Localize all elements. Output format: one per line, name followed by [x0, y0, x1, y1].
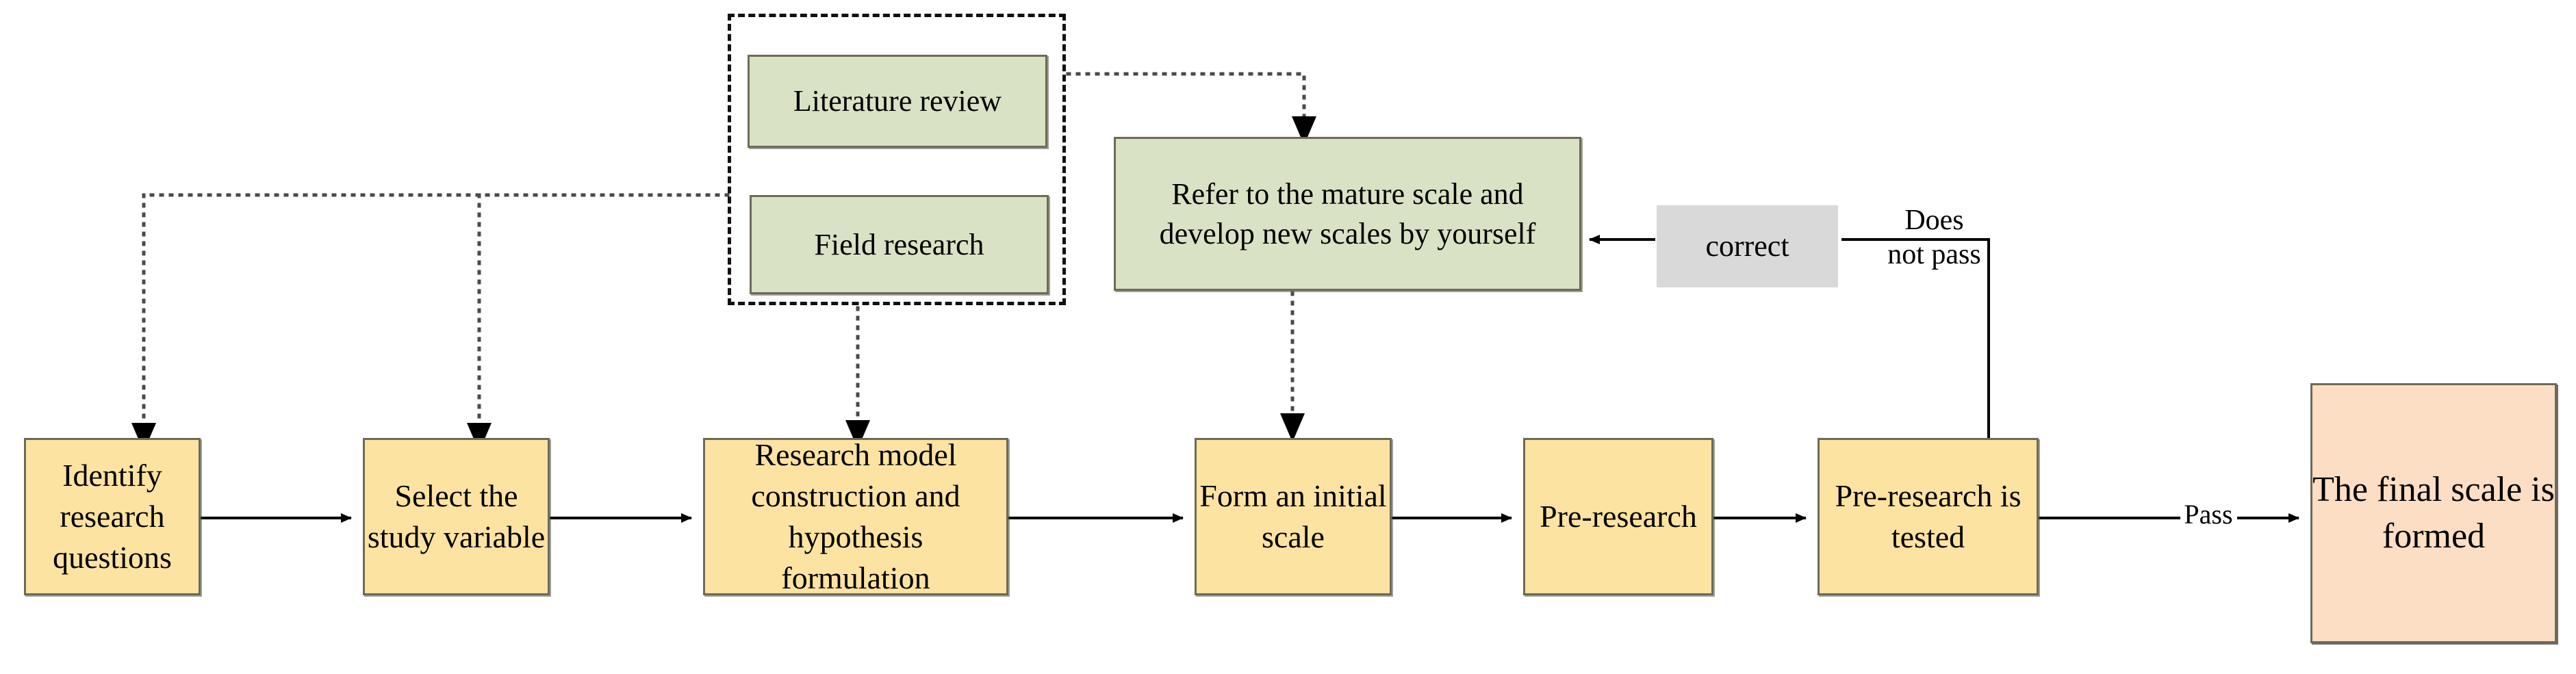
node-select-study-variable-label: Select the study variable	[367, 478, 546, 554]
node-refer-mature-scale[interactable]: Refer to the mature scale and develop ne…	[1114, 137, 1581, 291]
node-literature-review-label: Literature review	[793, 84, 1002, 118]
node-refer-mature-scale-label: Refer to the mature scale and develop ne…	[1159, 177, 1536, 250]
node-research-model-label: Research model construction and hypothes…	[751, 437, 960, 595]
node-form-initial-scale-label: Form an initial scale	[1199, 478, 1387, 554]
edge-label-does-not-pass: Does not pass	[1887, 205, 1981, 270]
node-correct-label: correct	[1705, 229, 1789, 263]
node-form-initial-scale[interactable]: Form an initial scale	[1195, 438, 1392, 595]
node-pre-research-tested[interactable]: Pre-research is tested	[1818, 438, 2039, 595]
node-select-study-variable[interactable]: Select the study variable	[363, 438, 550, 595]
node-literature-review[interactable]: Literature review	[748, 55, 1047, 148]
edge-label-pass: Pass	[2184, 499, 2233, 530]
node-final-scale-label: The final scale is formed	[2312, 470, 2555, 556]
sources-group-container	[728, 14, 1066, 305]
node-pre-research-tested-label: Pre-research is tested	[1835, 478, 2022, 554]
node-field-research-label: Field research	[814, 227, 984, 261]
edge-sources-to-refer	[1066, 72, 1306, 122]
node-identify-research-questions-label: Identify research questions	[53, 458, 172, 575]
node-correct[interactable]: correct	[1657, 205, 1838, 287]
node-research-model[interactable]: Research model construction and hypothes…	[703, 437, 1008, 595]
node-pre-research[interactable]: Pre-research	[1523, 438, 1713, 595]
node-pre-research-label: Pre-research	[1540, 499, 1697, 534]
node-field-research[interactable]: Field research	[750, 195, 1049, 294]
node-final-scale[interactable]: The final scale is formed	[2310, 383, 2557, 643]
node-identify-research-questions[interactable]: Identify research questions	[24, 438, 201, 595]
